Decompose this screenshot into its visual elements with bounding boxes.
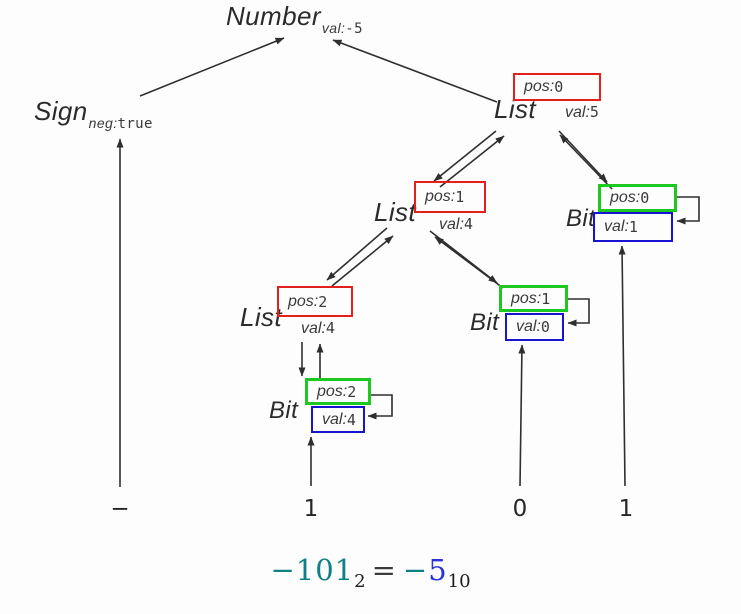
list1-val-attr: val:4 — [439, 215, 473, 233]
edge-term0-to-bit1 — [518, 344, 526, 487]
edge-list0-down-bit0 — [558, 130, 608, 183]
caption-decimal-value: 5 — [428, 553, 448, 587]
loop-bit2-pos-to-val — [367, 394, 393, 420]
caption-binary-base: 2 — [354, 571, 366, 592]
edge-bit1-up-list1 — [434, 236, 504, 289]
bit2-val-box: val:4 — [311, 406, 365, 433]
list1-label: List — [374, 197, 417, 227]
caption-decimal-base: 10 — [447, 571, 471, 592]
bit1-label: Bit — [470, 309, 500, 336]
list0-val-attr: val:5 — [565, 103, 599, 121]
loop-bit1-pos-to-val — [567, 298, 590, 327]
loop-bit0-pos-to-val — [676, 196, 700, 225]
node-number: Numberval:-5 — [226, 1, 363, 37]
edge-list2-up-list1 — [331, 235, 394, 287]
edge-term1b-to-bit0 — [618, 245, 626, 487]
list1-pos-box: pos:1 — [414, 181, 486, 213]
edge-list1-down-list2 — [326, 227, 388, 281]
node-bit0: Bit — [566, 205, 595, 233]
node-list2: List — [240, 302, 282, 333]
edge-list1-up-list0 — [439, 135, 505, 188]
bit1-pos-box: pos:1 — [499, 285, 568, 312]
list2-val-attr: val:4 — [301, 319, 335, 337]
sign-neg-attr: neg:true — [88, 115, 153, 132]
sign-label: Sign — [34, 96, 88, 126]
node-bit2: Bit — [269, 397, 298, 425]
bit2-pos-box: pos:2 — [305, 378, 371, 405]
caption-decimal-sign: − — [402, 553, 429, 587]
number-val-attr: val:-5 — [321, 20, 363, 37]
list0-pos-box: pos:0 — [513, 73, 601, 101]
node-list1: List — [374, 197, 416, 228]
node-bit1: Bit — [470, 309, 499, 337]
terminal-minus: − — [110, 496, 130, 522]
node-sign: Signneg:true — [34, 96, 153, 132]
bit0-pos-box: pos:0 — [598, 184, 677, 212]
terminal-bit2-one: 1 — [303, 496, 319, 522]
terminal-bit0-one: 1 — [618, 496, 634, 522]
caption-equation: −1012=−510 — [0, 553, 741, 592]
edge-sign-to-number — [139, 37, 285, 97]
bit0-label: Bit — [566, 205, 596, 232]
caption-binary: −101 — [270, 553, 355, 587]
edge-list0-down-list1 — [433, 130, 497, 182]
list2-pos-box: pos:2 — [277, 286, 353, 317]
list2-label: List — [240, 302, 283, 332]
bit2-label: Bit — [269, 397, 299, 424]
terminal-bit1-zero: 0 — [512, 496, 528, 522]
caption-equals: = — [371, 553, 397, 587]
bit0-val-box: val:1 — [593, 212, 673, 242]
bit1-val-box: val:0 — [505, 313, 564, 341]
number-label: Number — [226, 1, 321, 31]
edge-list0-to-number — [332, 39, 498, 103]
edge-bit0-up-list0 — [559, 134, 613, 190]
